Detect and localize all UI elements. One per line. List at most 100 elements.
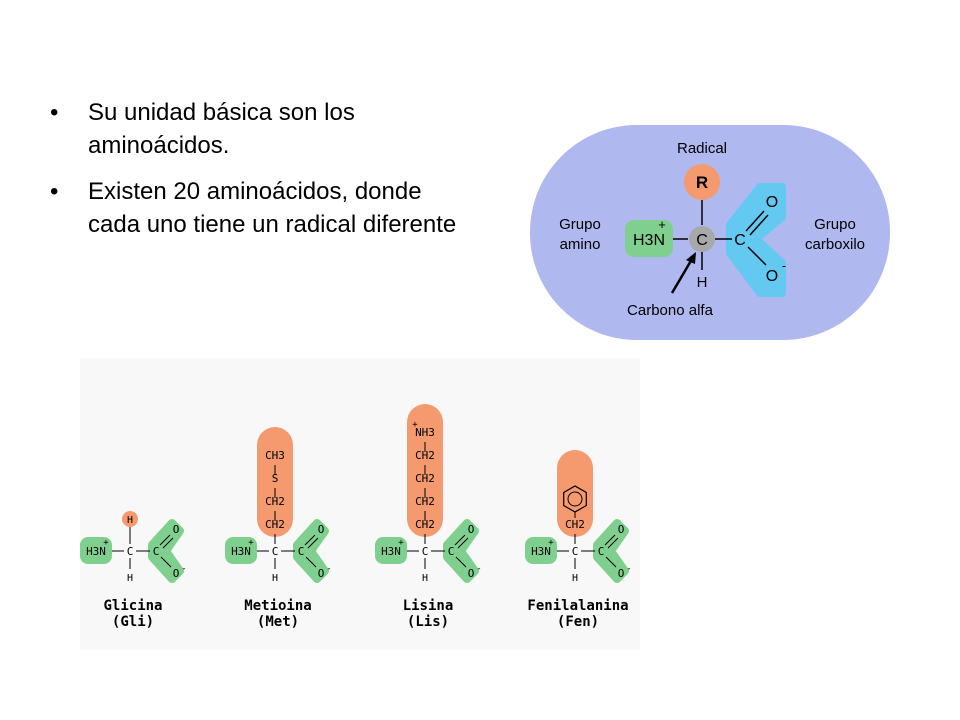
amino-acid-examples: H3N+CHCOO-HGlicina(Gli)H3N+CHCOO-CH2CH2S… — [80, 358, 640, 650]
bullet-dot: • — [50, 99, 59, 126]
radical-highlight — [557, 450, 593, 537]
carboxyl-group-shape — [148, 519, 184, 583]
side-chain-group: CH2 — [415, 518, 435, 531]
double-bond-line — [604, 534, 616, 546]
amino-group-box — [375, 537, 407, 564]
bond-line — [605, 556, 617, 568]
carboxyl-c-label: C — [153, 545, 160, 558]
amino-acid-name: Lisina — [403, 598, 454, 614]
side-chain-group: CH2 — [565, 518, 585, 531]
amino-h3n-label: H3N — [531, 545, 551, 558]
side-chain-group: CH3 — [265, 449, 285, 462]
amino-group-box — [80, 537, 112, 564]
carboxyl-label-line2: carboxilo — [805, 236, 865, 253]
double-bond-line — [457, 537, 469, 549]
alpha-arrow-line — [670, 258, 694, 294]
bond-line — [160, 556, 172, 568]
carboxyl-o-top: O — [318, 523, 325, 536]
carboxyl-o-top: O — [173, 523, 180, 536]
side-chain-atom: H — [127, 515, 133, 526]
side-chain-group: CH2 — [265, 518, 285, 531]
carboxyl-c-label: C — [298, 545, 305, 558]
amino-acid-name: Glicina — [103, 598, 162, 614]
benzene-ring-inner — [567, 491, 583, 507]
alpha-h-label: H — [127, 573, 133, 584]
carboxyl-label-line1: Grupo — [814, 216, 856, 233]
bullet-item: • Existen 20 aminoácidos, donde cada uno… — [50, 175, 470, 241]
double-bond-line — [304, 534, 316, 546]
benzene-ring — [563, 485, 587, 513]
alpha-carbon-label: C — [127, 545, 134, 558]
amino-group-box — [525, 537, 557, 564]
double-bond-line — [745, 210, 765, 232]
amino-plus-sign: + — [103, 538, 109, 548]
amino-group-box — [225, 537, 257, 564]
bullet-item: • Su unidad básica son los aminoácidos. — [50, 96, 470, 162]
side-chain-group: CH2 — [415, 472, 435, 485]
amino-group-box — [625, 220, 673, 257]
radical-circle — [684, 164, 720, 200]
carboxyl-o-bottom: O — [468, 567, 475, 580]
radical-title: Radical — [677, 140, 727, 157]
alpha-h-label: H — [697, 274, 708, 291]
carboxyl-o-top: O — [618, 523, 625, 536]
carboxyl-minus-sign: - — [476, 564, 481, 574]
bond-line — [305, 556, 317, 568]
carboxyl-minus-sign: - — [326, 564, 331, 574]
carboxyl-minus-sign: - — [181, 564, 186, 574]
general-structure-diagram: Radical R H3N + C C O O - H Grupo amino … — [530, 125, 890, 340]
double-bond-line — [454, 534, 466, 546]
alpha-carbon-label: C — [422, 545, 429, 558]
radical-highlight — [257, 427, 293, 537]
double-bond-line — [162, 537, 174, 549]
alpha-h-label: H — [572, 573, 578, 584]
amino-plus-sign: + — [658, 217, 666, 232]
alpha-h-label: H — [272, 573, 278, 584]
carboxyl-minus-sign: - — [626, 564, 631, 574]
examples-panel — [80, 358, 640, 650]
side-chain-group: CH2 — [265, 495, 285, 508]
double-bond-line — [607, 537, 619, 549]
amino-plus-sign: + — [548, 538, 554, 548]
amino-plus-sign: + — [398, 538, 404, 548]
bond-line — [747, 246, 767, 266]
carboxyl-o-bottom: O — [618, 567, 625, 580]
amino-acid-abbr: (Lis) — [407, 614, 449, 630]
double-bond-line — [307, 537, 319, 549]
alpha-carbon-label: C — [696, 232, 708, 249]
alpha-carbon-label: C — [572, 545, 579, 558]
amino-h3n-label: H3N — [86, 545, 106, 558]
carboxyl-c-label: C — [598, 545, 605, 558]
carboxyl-o-top: O — [468, 523, 475, 536]
double-bond-line — [159, 534, 171, 546]
alpha-carbon-label: C — [272, 545, 279, 558]
carboxyl-group-shape — [443, 519, 479, 583]
amino-h3n-label: H3N — [633, 232, 665, 249]
radical-highlight — [122, 511, 138, 527]
bullet-text: Su unidad básica son los aminoácidos. — [88, 99, 355, 159]
amino-acid-abbr: (Gli) — [112, 614, 154, 630]
radical-r-label: R — [696, 173, 708, 192]
bullet-text: Existen 20 aminoácidos, donde cada uno t… — [88, 178, 457, 238]
carboxyl-o-top: O — [766, 194, 778, 211]
side-chain-plus-sign: + — [412, 420, 418, 430]
side-chain-group: S — [272, 472, 279, 485]
bond-line — [455, 556, 467, 568]
alpha-arrow-head — [686, 252, 696, 264]
bullet-list: • Su unidad básica son los aminoácidos. … — [50, 96, 470, 254]
double-bond-line — [749, 214, 769, 236]
alpha-h-label: H — [422, 573, 428, 584]
amino-acid-abbr: (Fen) — [557, 614, 599, 630]
amino-acid-name: Fenilalanina — [527, 598, 628, 614]
carboxyl-o-bottom: O — [766, 268, 778, 285]
carboxyl-c-label: C — [448, 545, 455, 558]
carboxyl-group-shape — [593, 519, 629, 583]
side-chain-group: CH2 — [415, 495, 435, 508]
carboxyl-group-shape — [293, 519, 329, 583]
amino-h3n-label: H3N — [231, 545, 251, 558]
amino-h3n-label: H3N — [381, 545, 401, 558]
amino-label-line2: amino — [560, 236, 601, 253]
amino-label-line1: Grupo — [559, 216, 601, 233]
side-chain-group: NH3 — [415, 426, 435, 439]
carboxyl-o-bottom: O — [318, 567, 325, 580]
